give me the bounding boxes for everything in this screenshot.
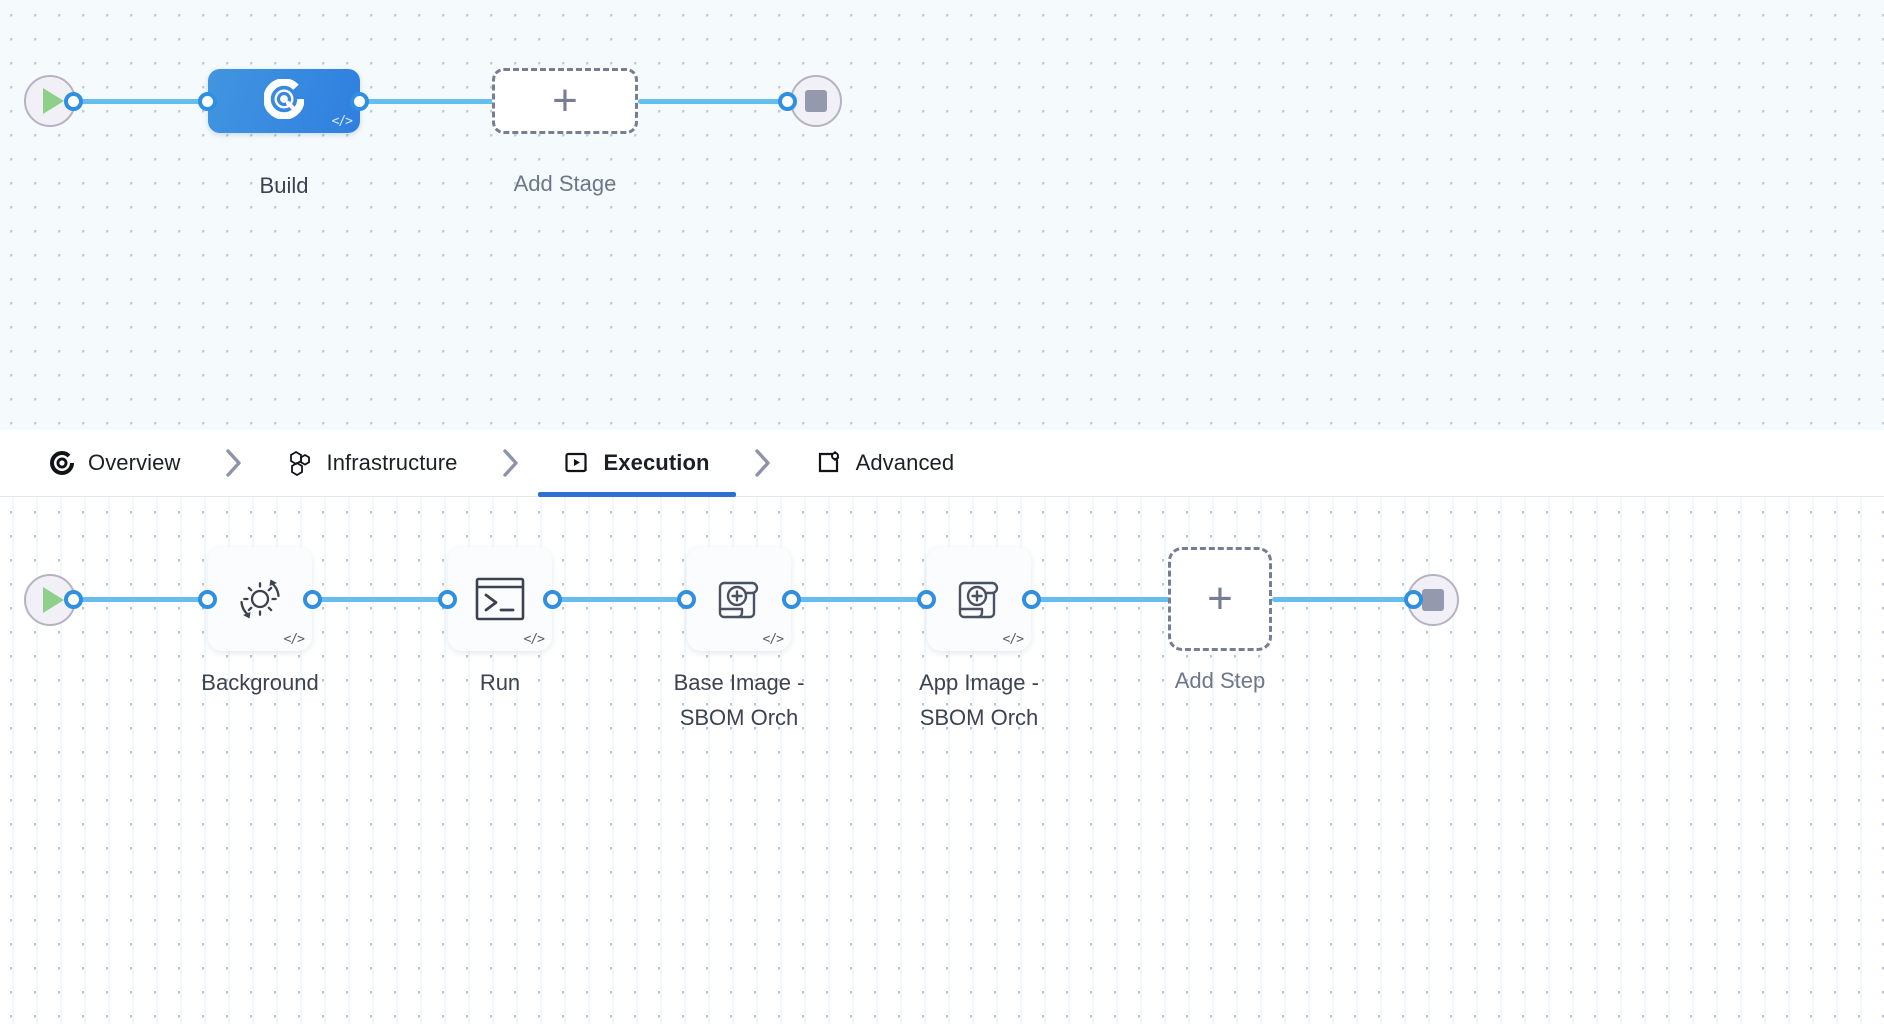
step-label-background: Background — [201, 670, 319, 695]
port-run-in[interactable] — [438, 590, 457, 609]
edge-appimage-to-addstep — [1031, 597, 1177, 602]
code-badge-icon: </> — [283, 632, 306, 647]
edge-start-to-background — [74, 597, 220, 602]
stage-label-build: Build — [259, 173, 309, 198]
code-badge-icon: </> — [1002, 632, 1025, 647]
pipeline-end-node[interactable] — [790, 75, 842, 127]
edge-baseimage-to-appimage — [792, 597, 938, 602]
code-badge-icon: </> — [523, 632, 546, 647]
step-label-run: Run — [479, 670, 521, 695]
step-node-base-image-sbom[interactable]: </> — [687, 547, 791, 651]
stop-icon — [805, 90, 827, 112]
execution-play-icon — [564, 450, 591, 477]
scroll-plus-icon — [711, 571, 767, 627]
port-exec-end-in[interactable] — [1404, 590, 1423, 609]
port-background-out[interactable] — [303, 590, 322, 609]
add-step-label: Add Step — [1174, 668, 1266, 693]
tab-infrastructure[interactable]: Infrastructure — [261, 430, 484, 497]
stage-node-build[interactable]: </> — [208, 69, 360, 133]
edge-build-to-addstage — [358, 99, 504, 104]
tab-advanced[interactable]: Advanced — [790, 430, 981, 497]
pipeline-start-node[interactable] — [24, 75, 76, 127]
advanced-gear-icon — [816, 450, 843, 477]
stop-icon — [1422, 589, 1444, 611]
hexagons-icon — [287, 450, 314, 477]
terminal-icon — [474, 575, 526, 623]
port-end-in[interactable] — [778, 92, 797, 111]
tab-overview[interactable]: Overview — [22, 430, 207, 497]
port-base-image-in[interactable] — [677, 590, 696, 609]
tab-advanced-label: Advanced — [855, 450, 955, 475]
tab-execution-label: Execution — [603, 450, 710, 475]
port-base-image-out[interactable] — [782, 590, 801, 609]
scroll-plus-icon — [951, 571, 1007, 627]
edge-addstage-to-end — [638, 99, 790, 104]
play-icon — [42, 88, 64, 114]
pipeline-stage-canvas[interactable]: </> Build + Add Stage — [0, 0, 1884, 430]
port-app-image-out[interactable] — [1022, 590, 1041, 609]
port-start-out[interactable] — [64, 92, 83, 111]
edge-run-to-baseimage — [552, 597, 698, 602]
tab-separator-2 — [484, 430, 538, 497]
step-label-app-image-sbom: App Image - SBOM Orch — [919, 670, 1039, 730]
port-background-in[interactable] — [198, 590, 217, 609]
tab-separator-3 — [736, 430, 790, 497]
stage-config-tabs: Overview Infrastructure — [0, 430, 1884, 497]
code-badge-icon: </> — [331, 114, 354, 129]
port-build-out[interactable] — [350, 92, 369, 111]
port-build-in[interactable] — [198, 92, 217, 111]
tab-execution[interactable]: Execution — [537, 430, 736, 497]
port-exec-start-out[interactable] — [64, 590, 83, 609]
add-stage-label: Add Stage — [513, 171, 617, 196]
plus-icon: + — [552, 76, 578, 125]
add-stage-button[interactable]: + — [492, 68, 638, 134]
edge-start-to-build — [74, 99, 220, 104]
step-node-background[interactable]: </> — [208, 547, 312, 651]
plus-icon: + — [1207, 574, 1233, 623]
code-badge-icon: </> — [762, 632, 785, 647]
harness-pie-icon — [263, 77, 305, 124]
step-label-base-image-sbom: Base Image - SBOM Orch — [673, 670, 805, 730]
tab-infrastructure-label: Infrastructure — [326, 450, 458, 475]
step-node-run[interactable]: </> — [448, 547, 552, 651]
port-app-image-in[interactable] — [917, 590, 936, 609]
execution-step-canvas[interactable]: </> Background </> Run — [0, 497, 1884, 1024]
edge-background-to-run — [313, 597, 459, 602]
edge-addstep-to-end — [1272, 597, 1422, 602]
step-node-app-image-sbom[interactable]: </> — [927, 547, 1031, 651]
port-run-out[interactable] — [543, 590, 562, 609]
add-step-button[interactable]: + — [1168, 547, 1272, 651]
overview-pie-icon — [48, 450, 75, 477]
gear-rotate-icon — [231, 570, 289, 628]
tab-overview-label: Overview — [88, 450, 181, 475]
tab-separator-1 — [207, 430, 261, 497]
play-icon — [42, 587, 64, 613]
